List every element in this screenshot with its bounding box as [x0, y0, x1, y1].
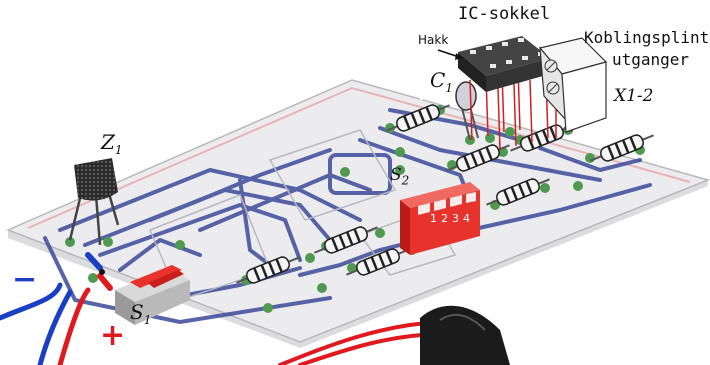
z1-letter: Z	[101, 130, 115, 154]
switch-s1	[85, 252, 190, 325]
transistor-z1	[68, 158, 120, 246]
ic-socket-label: IC-sokkel	[458, 4, 551, 24]
minus-terminal-label: −	[12, 262, 38, 297]
z1-subscript: 1	[114, 143, 123, 157]
terminal-ref-label: X1-2	[614, 86, 654, 106]
s1-label: S1	[130, 300, 151, 327]
s1-letter: S	[130, 300, 144, 324]
s2-subscript: 2	[401, 173, 410, 188]
resistors	[236, 104, 654, 284]
dip-position-numbers: 1234	[430, 212, 474, 225]
notch-label: Hakk	[418, 33, 449, 47]
terminal-block-x1-2	[538, 37, 608, 138]
s1-subscript: 1	[143, 313, 152, 327]
probe-clip	[420, 305, 510, 365]
s2-letter: S	[390, 165, 402, 185]
c1-letter: C	[430, 68, 446, 92]
dip-switch-s2	[400, 93, 480, 255]
c1-label: C1	[430, 68, 453, 95]
z1-label: Z1	[101, 130, 123, 157]
terminal-label-outputs: utganger	[612, 50, 690, 69]
c1-subscript: 1	[445, 81, 453, 95]
terminal-label: Koblingsplint	[584, 28, 710, 47]
s2-label: S2	[390, 165, 409, 187]
plus-terminal-label: +	[100, 318, 126, 353]
power-wires	[0, 282, 442, 365]
ic-socket	[437, 36, 550, 151]
